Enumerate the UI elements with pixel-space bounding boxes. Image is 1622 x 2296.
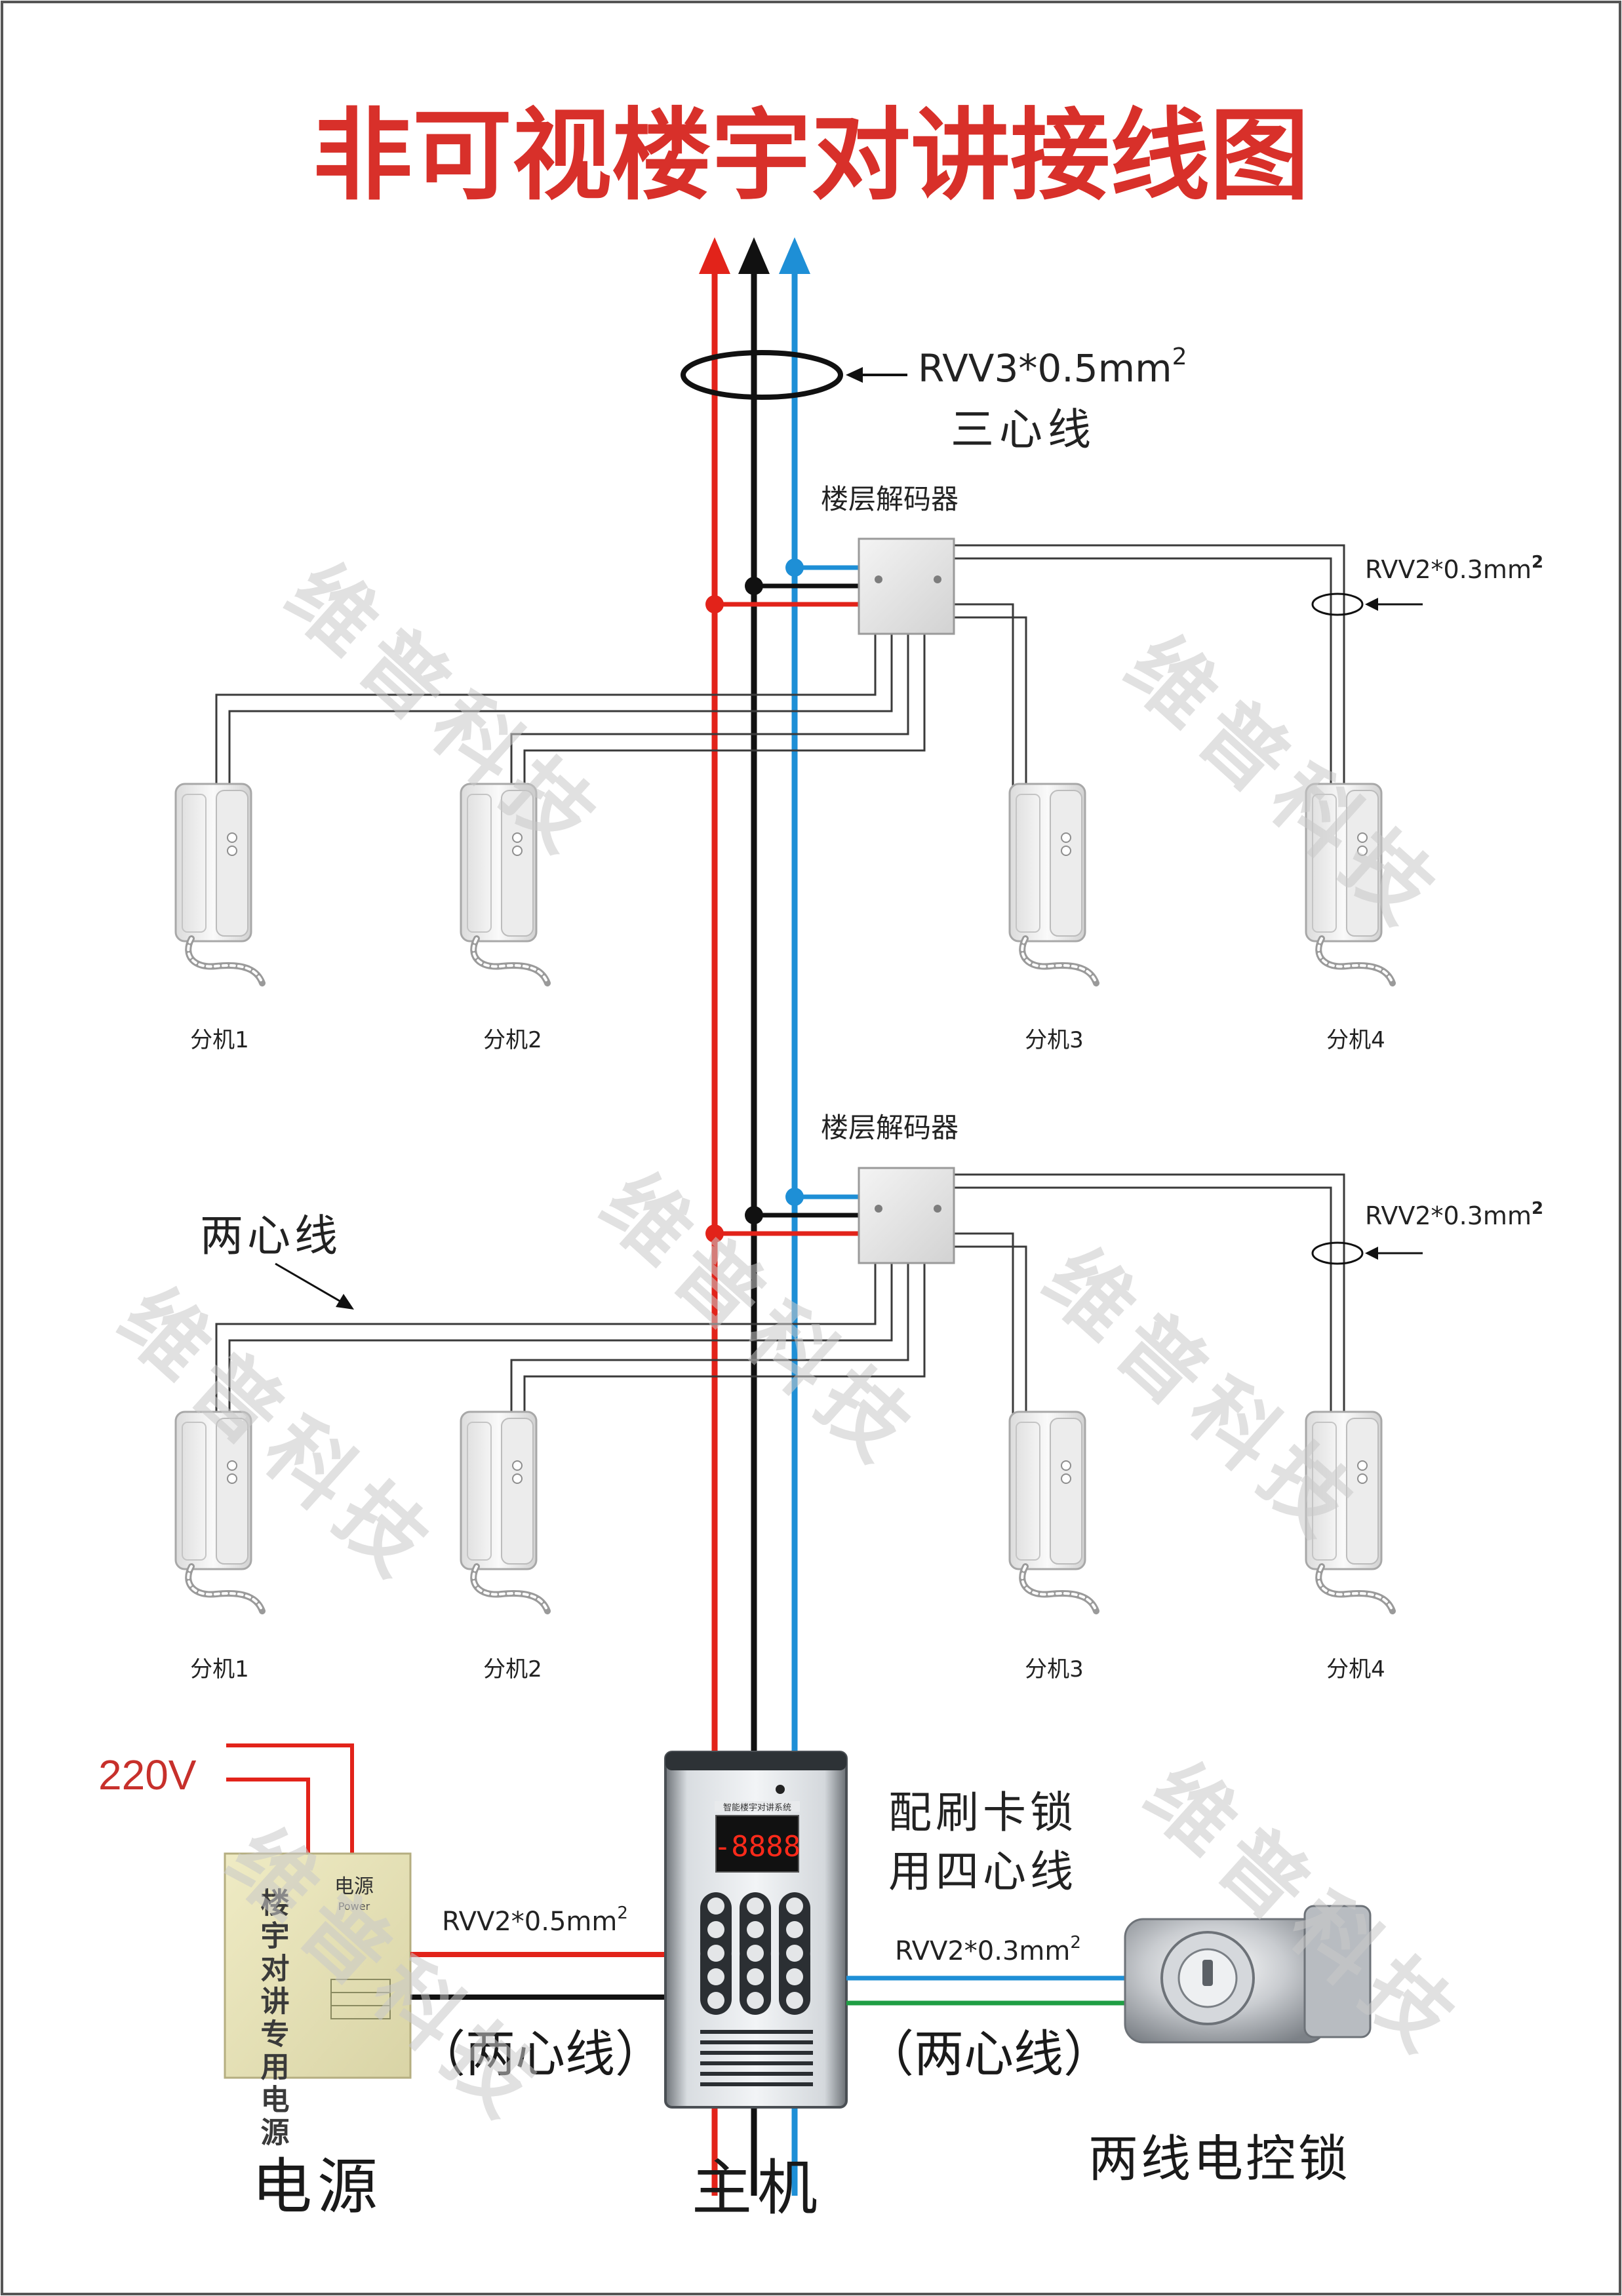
power-supply: 220V 电源 Power 楼宇对讲专用电源 电源: [98, 1743, 412, 2222]
card-lock-note-2: 用四心线: [888, 1846, 1077, 1897]
floor-decoder-box: [858, 537, 955, 635]
handset-3: [1010, 1412, 1096, 1611]
handset-3-label: 分机3: [1025, 1656, 1084, 1683]
handset-2-label: 分机2: [483, 1027, 542, 1053]
card-lock-note-1: 配刷卡锁: [888, 1787, 1077, 1838]
lock-cable-spec: RVV2*0.3mm2: [895, 1933, 1081, 1966]
lock-caption: 两线电控锁: [1088, 2130, 1351, 2188]
power-cable-note: （两心线）: [416, 2025, 665, 2083]
svg-text:维普科技: 维普科技: [101, 1270, 455, 1602]
power-cable-spec: RVV2*0.5mm2: [442, 1903, 628, 1937]
handset-1-label: 分机1: [190, 1027, 249, 1053]
svg-text:楼宇对讲专用电源: 楼宇对讲专用电源: [256, 1888, 290, 2150]
arrow-left-icon: [846, 367, 863, 383]
arrow-up-black-icon: [738, 237, 770, 274]
svg-text:智能楼宇对讲系统: 智能楼宇对讲系统: [723, 1803, 791, 1813]
main-unit-display: [715, 1815, 799, 1873]
handset-1: [176, 784, 262, 983]
two-core-label: 两心线: [200, 1211, 342, 1261]
handset-3-label: 分机3: [1025, 1027, 1084, 1053]
power-caption: 电源: [252, 2152, 383, 2222]
arrow-up-blue-icon: [779, 237, 810, 274]
handset-3: [1010, 784, 1096, 983]
trunk-cable-spec: RVV3*0.5mm2: [918, 343, 1187, 391]
svg-text:电源: 电源: [334, 1875, 374, 1898]
trunk-cable-ring-icon: [681, 350, 843, 400]
svg-text:维普科技: 维普科技: [1107, 617, 1461, 950]
trunk-cable-name: 三心线: [951, 404, 1096, 455]
svg-text:-8888: -8888: [714, 1830, 801, 1863]
handset-4-label: 分机4: [1326, 1027, 1385, 1053]
arrow-up-red-icon: [699, 237, 730, 274]
floor-decoder-box: [858, 1167, 955, 1264]
floor-1: 楼层解码器 RVV2*0.3mm2 分机1 分机2 分机3: [176, 483, 1543, 1053]
handset-4-label: 分机4: [1326, 1656, 1385, 1683]
handset-2: [461, 1412, 547, 1611]
main-unit-keypad: [700, 1892, 810, 2015]
handset-1-label: 分机1: [190, 1656, 249, 1683]
branch-cable-spec: RVV2*0.3mm2: [1365, 553, 1543, 584]
svg-text:Power: Power: [338, 1900, 370, 1913]
power-voltage-label: 220V: [98, 1751, 197, 1799]
floor-2: 楼层解码器 RVV2*0.3mm2 两心线 分机1 分机2: [176, 1112, 1543, 1683]
power-box: [224, 1852, 412, 2079]
arrow-down-right-icon: [336, 1294, 354, 1310]
lock-cable-note: （两心线）: [864, 2025, 1113, 2083]
arrow-left-icon: [1365, 598, 1378, 611]
diagram-title: 非可视楼宇对讲接线图: [313, 98, 1309, 214]
handset-2-label: 分机2: [483, 1656, 542, 1683]
main-unit: 智能楼宇对讲系统 -8888 主: [664, 1751, 848, 2223]
decoder-label: 楼层解码器: [821, 1112, 959, 1144]
arrow-left-icon: [1365, 1247, 1378, 1260]
decoder-label: 楼层解码器: [821, 483, 959, 515]
main-unit-caption: 主机: [692, 2153, 823, 2223]
branch-cable-spec: RVV2*0.3mm2: [1365, 1199, 1543, 1230]
electric-lock: 两线电控锁: [1088, 1905, 1372, 2188]
